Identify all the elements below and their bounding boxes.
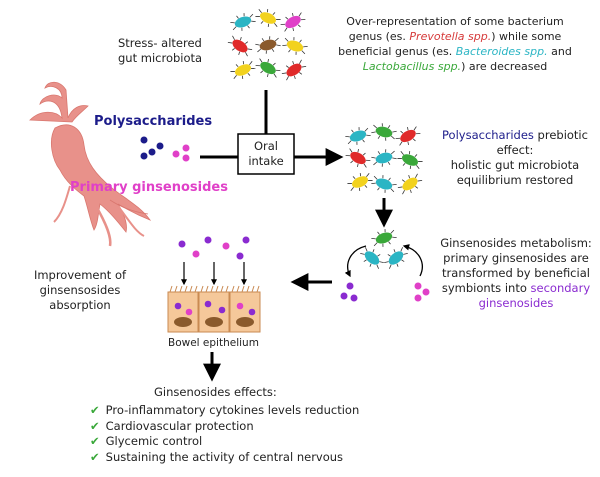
ginseng-root-icon — [29, 81, 152, 247]
metabolism-line4: symbionts into secondary — [441, 281, 591, 295]
metabolism-bacteria — [357, 225, 411, 273]
bacterium-icon — [225, 32, 255, 60]
epithelial-cell — [229, 285, 261, 333]
secondary-ginsenoside-dot — [350, 294, 358, 302]
ginsenoside-dot — [182, 144, 190, 152]
prebiotic-effect-text: Polysaccharides prebiotic effect: holist… — [430, 128, 600, 188]
bacterium-icon — [369, 120, 399, 144]
secondary-ginsenoside-dot — [204, 236, 212, 244]
overrep-line2: genus (es. Prevotella spp.) while some — [348, 30, 562, 43]
bacterium-icon — [228, 57, 258, 83]
bacterium-icon — [253, 54, 283, 82]
bacterium-icon — [279, 56, 309, 84]
stress-bacteria-cluster — [225, 5, 310, 84]
effect-item: ✔Pro-inflammatory cytokines levels reduc… — [90, 403, 360, 417]
ginsenoside-dot — [182, 154, 190, 162]
bacterium-icon — [395, 147, 425, 173]
lactobacillus-genus: Lactobacillus spp. — [362, 60, 462, 73]
ginsenoside-dot — [222, 242, 230, 250]
bacterium-icon — [228, 9, 258, 35]
effects-list: ✔Pro-inflammatory cytokines levels reduc… — [90, 403, 359, 465]
bacterium-icon — [253, 5, 283, 31]
secondary-ginsenoside-dots — [340, 282, 358, 302]
prevotella-genus: Prevotella spp. — [409, 30, 492, 43]
stress-label: Stress- altered gut microbiota — [118, 36, 202, 66]
bacterium-icon — [395, 170, 425, 198]
right-intake-arrow — [402, 244, 423, 277]
bacterium-icon — [345, 169, 375, 195]
overrep-line4: Lactobacillus spp.) are decreased — [362, 60, 548, 73]
absorption-text: Improvement of ginsensosides absorption — [33, 268, 127, 312]
effect-item: ✔Glycemic control — [90, 434, 203, 448]
overrepresentation-text: Over-representation of some bacterium ge… — [330, 14, 580, 74]
bacterium-icon — [357, 243, 387, 273]
restored-bacteria-cluster — [343, 120, 425, 198]
primary-ginsenoside-dots-right — [414, 282, 430, 302]
absorbed-dots — [178, 236, 250, 260]
stress-label-line1: Stress- altered — [118, 36, 202, 50]
stress-label-line2: gut microbiota — [118, 51, 203, 65]
ginsenoside-dot — [422, 288, 430, 296]
bowel-epithelium-label: Bowel epithelium — [168, 337, 259, 349]
check-mark-icon: ✔ — [90, 418, 100, 433]
primary-ginsenosides-label: Primary ginsenosides — [70, 180, 228, 195]
oral-intake-label: Oral intake — [248, 139, 284, 168]
effect-item: ✔Cardiovascular protection — [90, 418, 254, 433]
polysaccharide-dots — [140, 136, 164, 160]
bacterium-icon — [369, 171, 399, 197]
bacterium-icon — [369, 146, 399, 170]
bacterium-icon — [253, 33, 283, 57]
effect-item: ✔Sustaining the activity of central nerv… — [90, 449, 344, 464]
check-mark-icon: ✔ — [90, 449, 100, 464]
ginsenoside-dot — [414, 294, 422, 302]
overrep-line3: beneficial genus (es. Bacteroides spp. a… — [338, 45, 572, 58]
bacterium-icon — [280, 33, 310, 59]
polysaccharide-dot — [140, 136, 148, 144]
ginsenoside-dot — [192, 250, 200, 258]
bacterium-icon — [381, 243, 411, 273]
polysaccharide-dot — [156, 142, 164, 150]
ginsenoside-dot — [172, 150, 180, 158]
metabolism-text: Ginsenosides metabolism: primary ginseno… — [432, 236, 600, 311]
bacterium-icon — [278, 8, 308, 36]
bacterium-icon — [343, 144, 373, 172]
secondary-ginsenoside-dot — [346, 282, 354, 290]
secondary-ginsenoside-dot — [178, 240, 186, 248]
epithelial-cell — [167, 285, 199, 333]
secondary-ginsenoside-dot — [242, 236, 250, 244]
primary-ginsenoside-dots — [172, 144, 190, 162]
ginsenoside-dot — [414, 282, 422, 290]
secondary-ginsenoside-dot — [236, 252, 244, 260]
bacterium-icon — [369, 225, 399, 251]
left-transform-arrow — [344, 245, 367, 278]
bacteroides-genus: Bacteroides spp. — [455, 45, 548, 58]
bacterium-icon — [343, 123, 373, 149]
effects-title: Ginsenosides effects: — [154, 385, 277, 399]
check-mark-icon: ✔ — [90, 403, 100, 417]
bacterium-icon — [393, 122, 423, 150]
polysaccharides-label: Polysaccharides — [94, 114, 213, 129]
bowel-epithelium-graphic — [167, 285, 261, 333]
oral-intake-box — [237, 133, 295, 175]
prebiotic-line1: Polysaccharides prebiotic — [442, 128, 588, 142]
check-mark-icon: ✔ — [90, 434, 100, 448]
overrep-line1: Over-representation of some bacterium — [346, 15, 564, 28]
polysaccharide-dot — [148, 148, 156, 156]
polysaccharide-dot — [140, 152, 148, 160]
secondary-ginsenoside-dot — [340, 292, 348, 300]
